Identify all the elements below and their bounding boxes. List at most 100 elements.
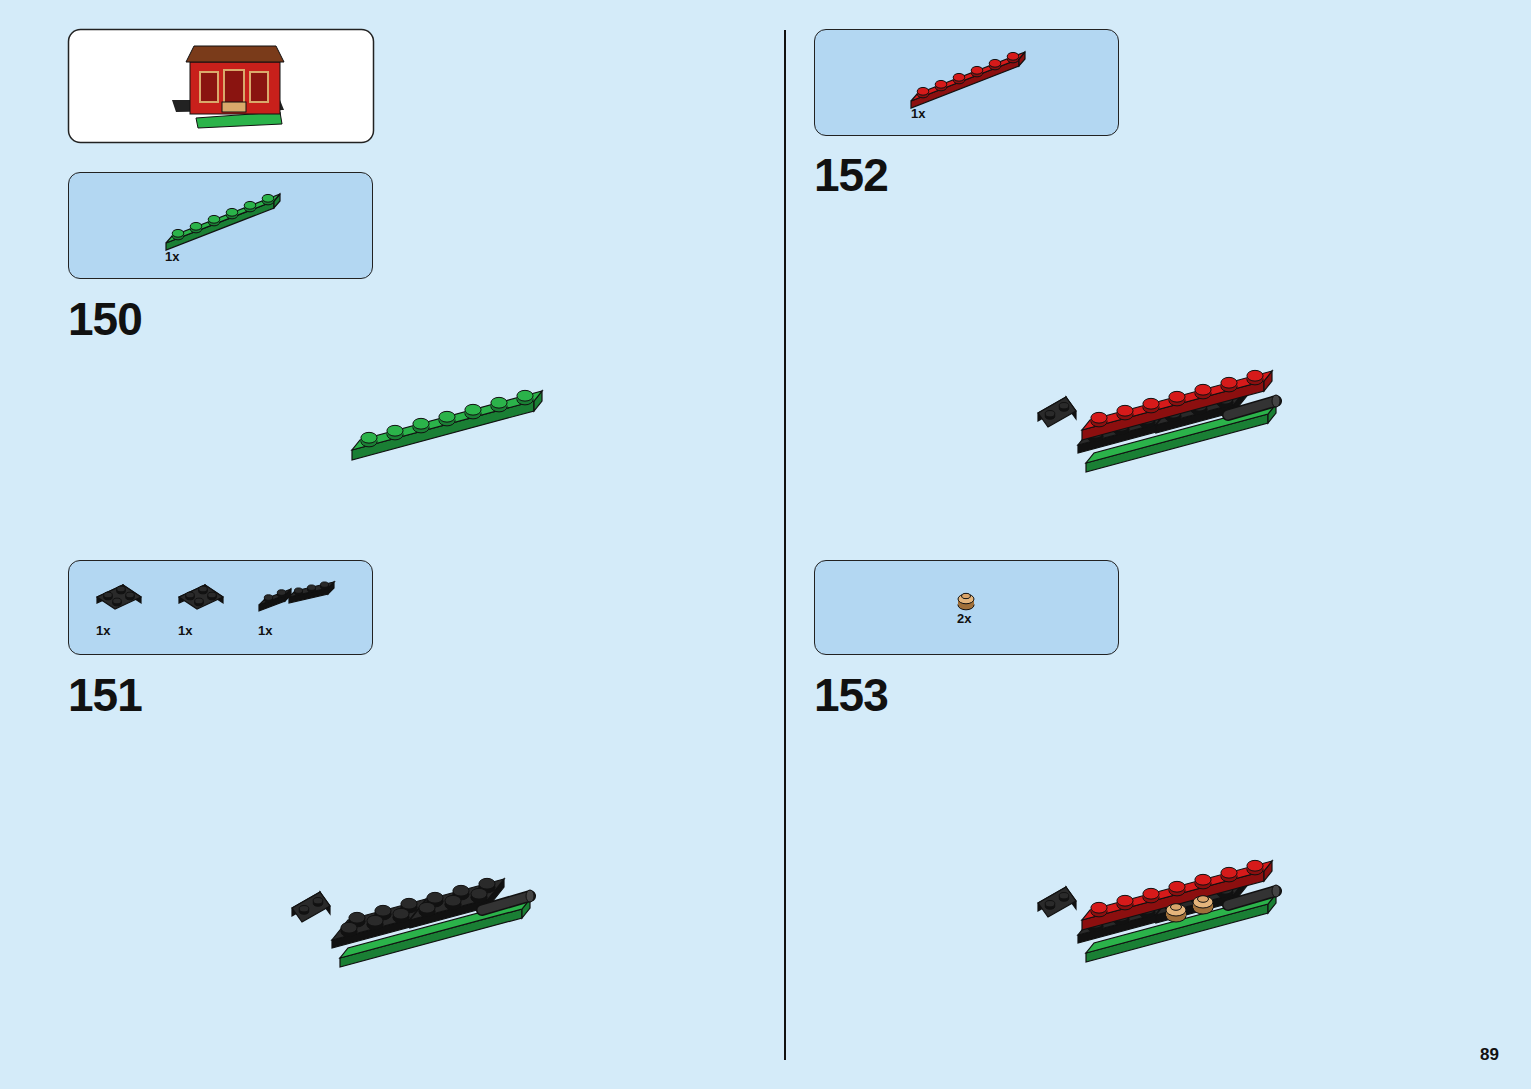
brick-shape bbox=[1272, 885, 1280, 897]
stud bbox=[953, 73, 965, 81]
stud bbox=[126, 592, 135, 598]
part-count: 1x bbox=[165, 249, 179, 264]
parts-figure bbox=[69, 561, 374, 656]
brick-shape bbox=[179, 585, 223, 609]
stud bbox=[1091, 902, 1107, 913]
stud bbox=[208, 592, 217, 598]
step-number: 151 bbox=[68, 672, 142, 718]
part-count: 1x bbox=[178, 623, 192, 638]
brick-shape bbox=[166, 194, 280, 243]
brick-shape bbox=[911, 59, 1019, 108]
step-number: 150 bbox=[68, 296, 142, 342]
stud bbox=[226, 208, 238, 216]
stud bbox=[471, 888, 487, 899]
parts-figure bbox=[815, 30, 1120, 137]
stud bbox=[277, 590, 285, 596]
parts-callout-box: 1x 1x 1x bbox=[68, 560, 373, 655]
stud bbox=[1169, 391, 1185, 402]
red-plate bbox=[1082, 860, 1272, 930]
round-plate bbox=[958, 593, 974, 609]
stud bbox=[1221, 377, 1237, 388]
stud bbox=[1143, 888, 1159, 899]
brick-shape bbox=[352, 391, 542, 450]
part-count: 2x bbox=[957, 611, 971, 626]
brick-shape bbox=[1228, 401, 1276, 415]
page-number: 89 bbox=[1480, 1045, 1499, 1065]
round-plate bbox=[1193, 896, 1213, 914]
stud bbox=[1169, 881, 1185, 892]
stud bbox=[186, 592, 195, 598]
stud bbox=[989, 59, 1001, 67]
black-hinge-plate bbox=[292, 892, 330, 922]
brick-shape bbox=[1082, 371, 1272, 430]
bar-part bbox=[482, 890, 534, 910]
brick-shape bbox=[259, 589, 291, 605]
part-count: 1x bbox=[911, 106, 925, 121]
brick-shape bbox=[482, 896, 530, 910]
stud bbox=[445, 895, 461, 906]
stud bbox=[1143, 398, 1159, 409]
stud bbox=[208, 215, 220, 223]
stud bbox=[401, 898, 417, 909]
brick-shape bbox=[1082, 381, 1264, 440]
stud bbox=[1045, 411, 1055, 417]
step-number: 152 bbox=[814, 152, 888, 198]
part-count: 1x bbox=[258, 623, 272, 638]
black-hinge-plate bbox=[289, 582, 334, 603]
brick-shape bbox=[962, 593, 971, 598]
submodel-box bbox=[69, 30, 374, 143]
black-plate bbox=[97, 585, 141, 609]
stud bbox=[479, 878, 495, 889]
stud bbox=[349, 912, 365, 923]
stud bbox=[419, 902, 435, 913]
stud bbox=[1007, 52, 1019, 60]
stud bbox=[517, 390, 533, 401]
stud bbox=[1221, 867, 1237, 878]
brick-shape bbox=[911, 52, 1025, 101]
stud bbox=[361, 432, 377, 443]
stud bbox=[917, 87, 929, 95]
stud bbox=[104, 592, 113, 598]
brick-shape bbox=[482, 896, 530, 910]
brick-shape bbox=[1198, 896, 1209, 903]
stud bbox=[439, 411, 455, 422]
brick-shape bbox=[352, 401, 534, 460]
stud bbox=[1247, 860, 1263, 871]
stud bbox=[264, 595, 272, 601]
brick-shape bbox=[289, 582, 334, 597]
step-number: 153 bbox=[814, 672, 888, 718]
stud bbox=[375, 905, 391, 916]
parts-callout-box: 2x bbox=[814, 560, 1119, 655]
brick-shape bbox=[1038, 887, 1076, 917]
brick-shape bbox=[1038, 397, 1076, 427]
stud bbox=[935, 80, 947, 88]
brick-shape bbox=[166, 201, 274, 250]
part-count: 1x bbox=[96, 623, 110, 638]
parts-callout-box: 1x bbox=[814, 29, 1119, 136]
parts-callout-box: 1x bbox=[68, 172, 373, 279]
green-plate bbox=[166, 194, 280, 250]
brick-shape bbox=[1082, 871, 1264, 930]
brick-shape bbox=[1166, 904, 1186, 916]
stud bbox=[313, 898, 323, 904]
divider-line bbox=[784, 30, 786, 1060]
parts-figure bbox=[815, 561, 1120, 656]
brick-shape bbox=[1272, 395, 1280, 407]
stud bbox=[413, 418, 429, 429]
stud bbox=[1059, 893, 1069, 899]
brick-shape bbox=[1228, 891, 1276, 905]
stud bbox=[294, 588, 302, 593]
stud bbox=[1045, 901, 1055, 907]
stud bbox=[367, 915, 383, 926]
brick-shape bbox=[1193, 896, 1213, 908]
stud bbox=[1059, 403, 1069, 409]
stud bbox=[1247, 370, 1263, 381]
stud bbox=[307, 585, 315, 590]
stud bbox=[244, 201, 256, 209]
brick-shape bbox=[1171, 904, 1182, 911]
round-plate bbox=[1166, 904, 1186, 922]
stud bbox=[117, 586, 126, 592]
stud bbox=[427, 892, 443, 903]
red-plate bbox=[911, 52, 1025, 108]
